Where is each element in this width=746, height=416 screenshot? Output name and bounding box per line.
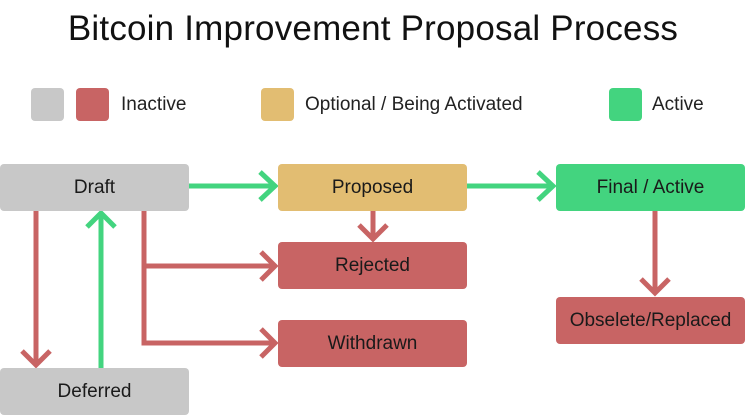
node-obsolete-replaced: Obselete/Replaced xyxy=(556,297,745,344)
node-withdrawn: Withdrawn xyxy=(278,320,467,367)
node-deferred: Deferred xyxy=(0,368,189,415)
edge-proposed-to-final xyxy=(467,170,557,202)
edge-final-to-obsolete xyxy=(639,211,671,297)
edge-draft-to-withdrawn xyxy=(141,327,279,359)
edge-draft-to-deferred xyxy=(20,211,52,369)
legend-swatch-inactive-red xyxy=(76,88,109,121)
node-proposed: Proposed xyxy=(278,164,467,211)
legend-swatch-inactive-gray xyxy=(31,88,64,121)
edge-draft-to-rejected xyxy=(141,211,279,343)
node-draft: Draft xyxy=(0,164,189,211)
edge-proposed-to-rejected xyxy=(357,211,389,243)
legend-swatch-active xyxy=(609,88,642,121)
legend-swatch-optional xyxy=(261,88,294,121)
legend-label-optional: Optional / Being Activated xyxy=(305,94,523,115)
node-final-active: Final / Active xyxy=(556,164,745,211)
page-title: Bitcoin Improvement Proposal Process xyxy=(67,9,679,48)
legend-label-inactive: Inactive xyxy=(121,94,187,115)
node-rejected: Rejected xyxy=(278,242,467,289)
legend-label-active: Active xyxy=(652,94,704,115)
edge-deferred-to-draft xyxy=(85,209,117,368)
edge-draft-to-proposed xyxy=(189,170,279,202)
